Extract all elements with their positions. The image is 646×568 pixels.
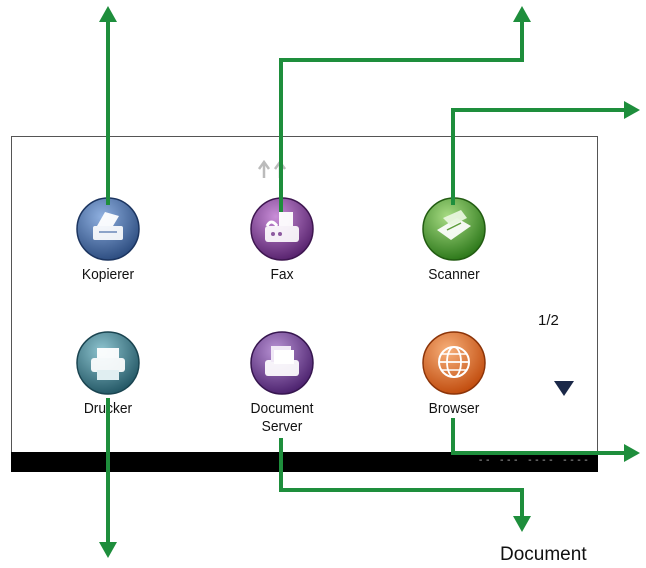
globe-icon (422, 331, 486, 395)
app-document-server[interactable]: Document Server (222, 330, 342, 436)
app-label: Document Server (250, 400, 314, 435)
arrow-scanner (451, 108, 626, 205)
app-label: Kopierer (81, 266, 135, 283)
app-browser[interactable]: Browser (394, 330, 514, 418)
fax-icon (250, 197, 314, 261)
arrow-fax (279, 20, 524, 212)
arrow-document-server (279, 438, 524, 518)
callout-document-label: Document (500, 544, 587, 565)
status-bar: -- --- ---- ---- (11, 452, 598, 472)
app-label: Scanner (428, 266, 480, 283)
app-fax[interactable]: Fax (222, 196, 342, 284)
status-text: -- --- ---- ---- (477, 455, 590, 466)
page-indicator: 1/2 (538, 312, 559, 329)
scroll-down-icon[interactable] (552, 378, 576, 398)
printer-icon (76, 331, 140, 395)
app-label: Fax (270, 266, 294, 283)
app-drucker[interactable]: Drucker (48, 330, 168, 418)
document-server-icon (250, 331, 314, 395)
app-label: Browser (428, 400, 480, 417)
arrow-browser (451, 418, 626, 455)
